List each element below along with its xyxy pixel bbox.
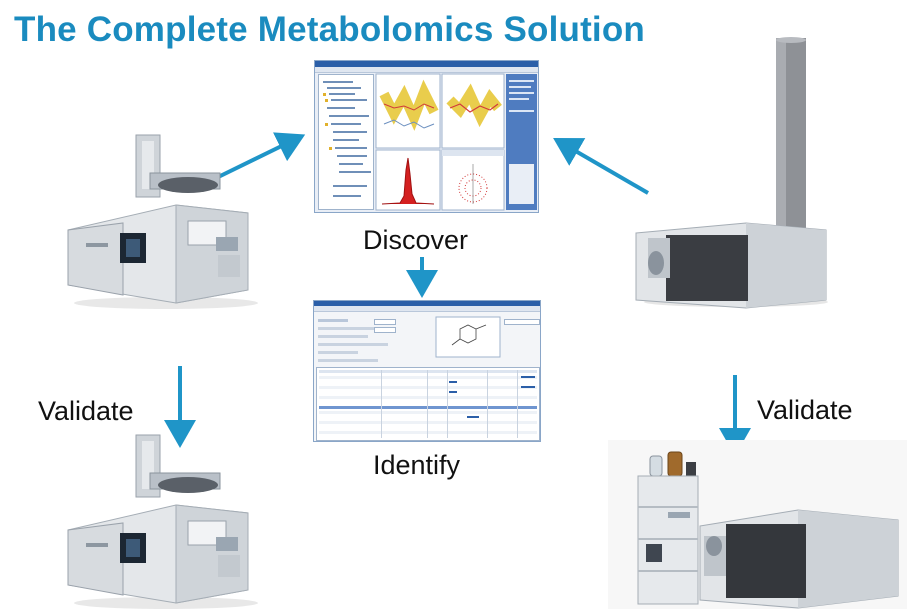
gc-ms-instrument-top <box>67 134 258 309</box>
profile-plot-pane-1 <box>375 73 441 149</box>
spectrum-plot-pane <box>441 149 505 211</box>
navigator-tree-pane <box>318 74 374 210</box>
search-form-area <box>318 315 418 367</box>
task-pane <box>506 74 537 210</box>
identify-label: Identify <box>373 450 461 480</box>
validate-right-label: Validate <box>757 395 853 425</box>
validate-left-label: Validate <box>38 396 134 426</box>
profile-plot-pane-2 <box>441 73 505 149</box>
results-table <box>316 367 540 441</box>
discover-label: Discover <box>363 225 469 255</box>
arrow-qtof-to-discover <box>553 137 650 195</box>
structure-preview <box>435 316 501 358</box>
arrow-gc-to-discover <box>207 132 306 184</box>
histogram-pane <box>375 149 441 211</box>
lc-ms-system <box>608 440 907 609</box>
slide-title: The Complete Metabolomics Solution <box>14 10 646 49</box>
identify-software-screenshot <box>313 300 541 442</box>
discover-software-screenshot <box>314 60 539 213</box>
gc-ms-instrument-bottom <box>67 434 258 609</box>
qtof-mass-spectrometer <box>635 37 828 309</box>
